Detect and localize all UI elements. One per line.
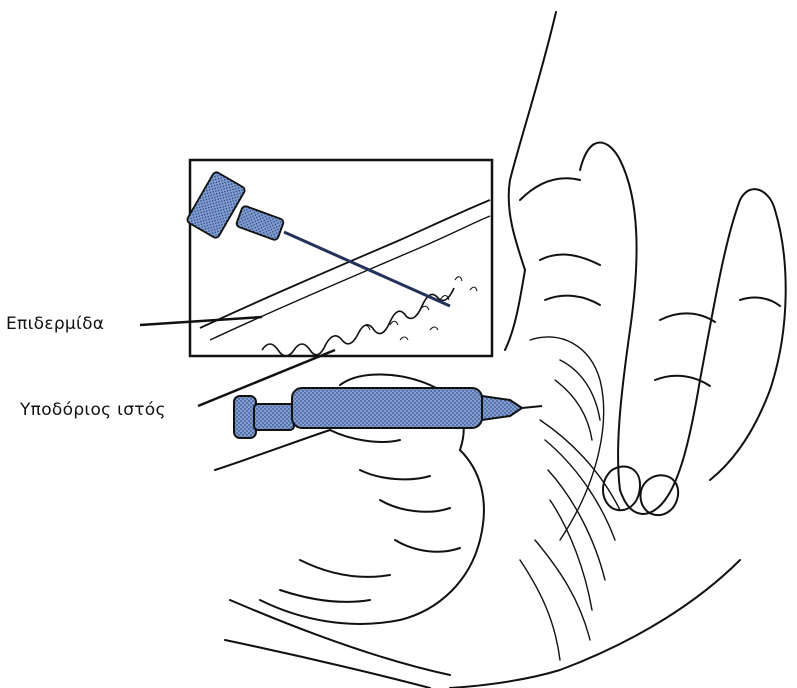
syringe-plunger-cap [234,396,256,438]
label-subcutaneous-tissue: Υποδόριος ιστός [20,400,166,420]
syringe [234,388,542,438]
syringe-barrel [292,388,482,428]
syringe-needle [522,406,542,408]
syringe-plunger [254,404,294,430]
syringe-hub [482,396,522,420]
label-epidermis: Επιδερμίδα [6,314,104,334]
left-hand [520,143,786,516]
inset-cross-section [186,160,492,356]
